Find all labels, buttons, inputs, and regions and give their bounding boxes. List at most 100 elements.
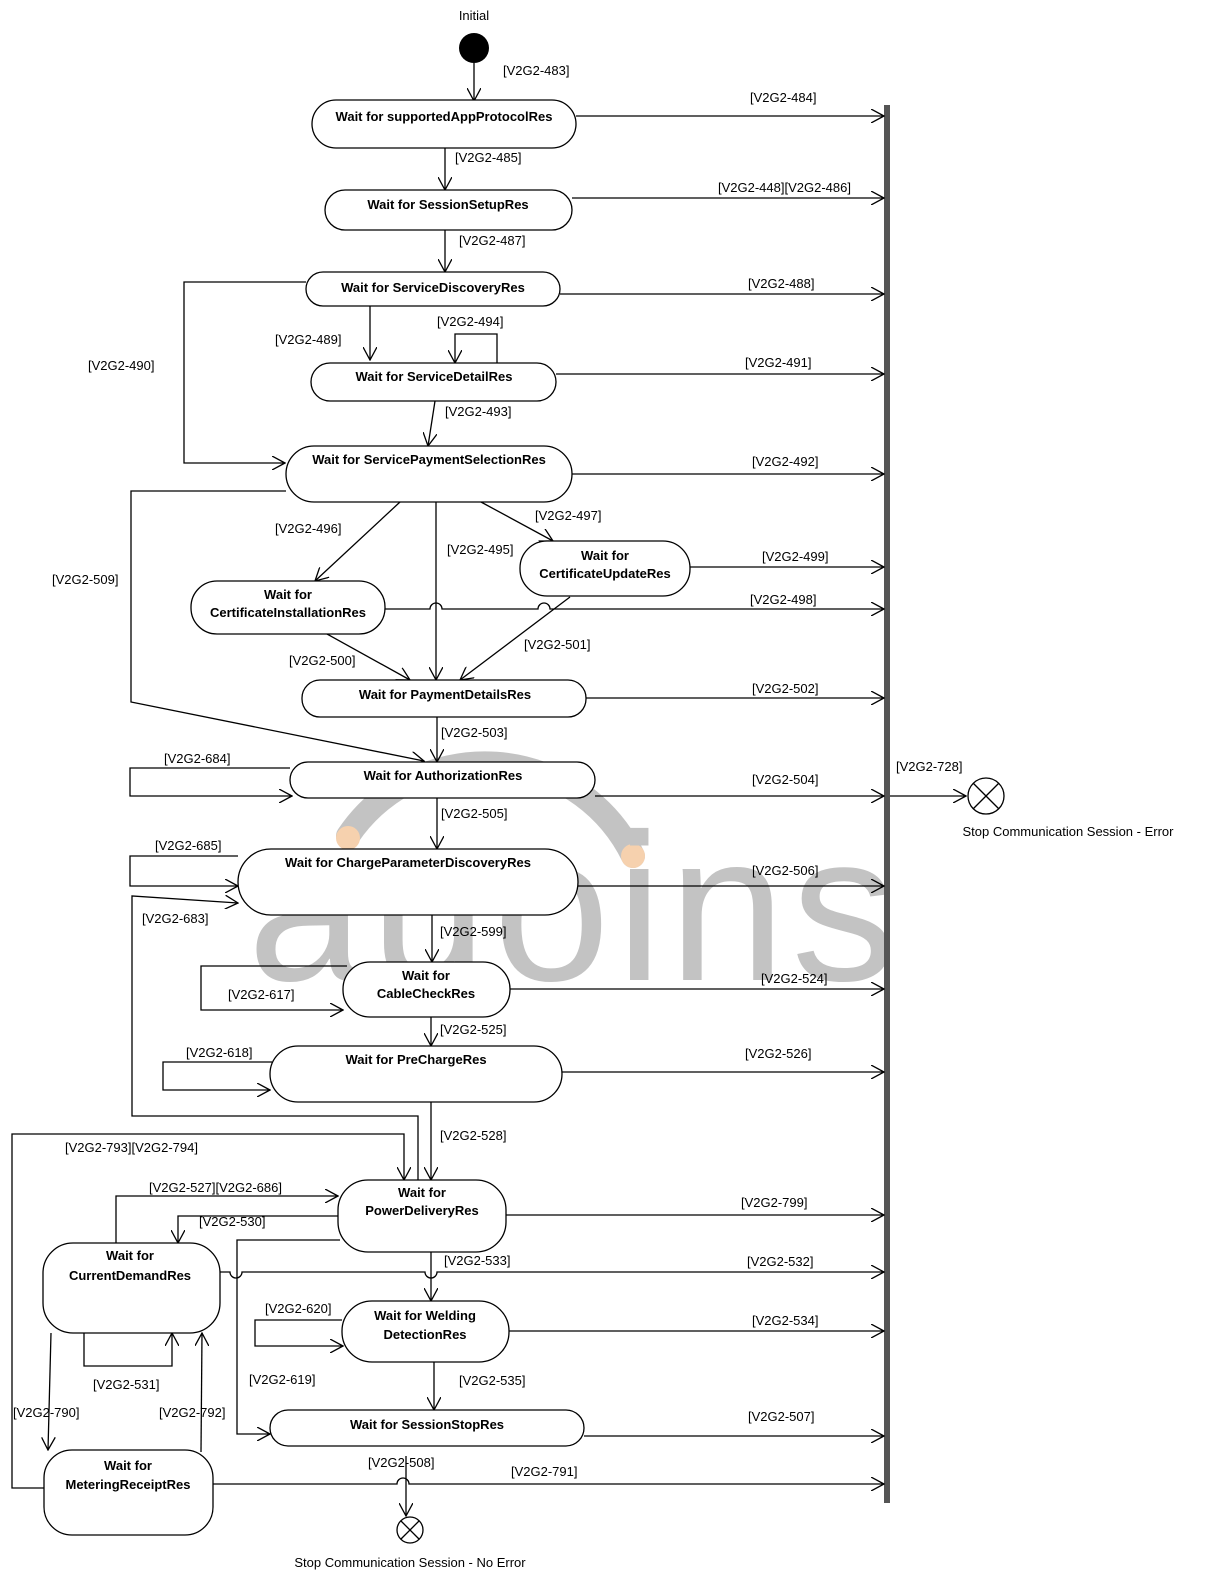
guard-label: [V2G2-509] [52,572,119,587]
state-wait-power-delivery-res: Wait for PowerDeliveryRes [337,1179,507,1253]
svg-text:DetectionRes: DetectionRes [383,1327,466,1342]
guard-label: [V2G2-620] [265,1301,332,1316]
guard-label: [V2G2-534] [752,1313,819,1328]
guard-label: [V2G2-492] [752,454,819,469]
guard-label: [V2G2-619] [249,1372,316,1387]
guard-label: [V2G2-793][V2G2-794] [65,1140,198,1155]
terminal-error-label: Stop Communication Session - Error [963,824,1175,839]
guard-label: [V2G2-533] [444,1253,511,1268]
svg-text:Wait for AuthorizationRes: Wait for AuthorizationRes [364,768,523,783]
guard-label: [V2G2-502] [752,681,819,696]
state-wait-charge-parameter-discovery-res: Wait for ChargeParameterDiscoveryRes [237,848,579,916]
guard-label: [V2G2-494] [437,314,504,329]
state-wait-pre-charge-res: Wait for PreChargeRes [269,1045,563,1103]
state-wait-supported-app-protocol-res: Wait for supportedAppProtocolRes [311,99,577,149]
guard-label: [V2G2-528] [440,1128,507,1143]
guard-label: [V2G2-790] [13,1405,80,1420]
guard-label: [V2G2-498] [750,592,817,607]
guard-label: [V2G2-683] [142,911,209,926]
guard-label: [V2G2-485] [455,150,522,165]
svg-text:Wait for PaymentDetailsRes: Wait for PaymentDetailsRes [359,687,531,702]
guard-label: [V2G2-525] [440,1022,507,1037]
guard-label: [V2G2-500] [289,653,356,668]
svg-text:Wait for supportedAppProtocolR: Wait for supportedAppProtocolRes [336,109,553,124]
guard-label: [V2G2-491] [745,355,812,370]
svg-text:Wait for: Wait for [264,587,312,602]
guard-label: [V2G2-791] [511,1464,578,1479]
guard-label: [V2G2-483] [503,63,570,78]
guard-label: [V2G2-792] [159,1405,226,1420]
guard-label: [V2G2-531] [93,1377,160,1392]
svg-text:PowerDeliveryRes: PowerDeliveryRes [365,1203,478,1218]
guard-label: [V2G2-507] [748,1409,815,1424]
svg-text:Wait for: Wait for [104,1458,152,1473]
svg-text:Wait for ServiceDiscoveryRes: Wait for ServiceDiscoveryRes [341,280,525,295]
guard-label: [V2G2-501] [524,637,591,652]
state-wait-session-setup-res: Wait for SessionSetupRes [324,189,573,231]
guard-label: [V2G2-493] [445,404,512,419]
state-wait-metering-receipt-res: Wait for MeteringReceiptRes [43,1449,214,1536]
terminal-no-error-label: Stop Communication Session - No Error [294,1555,526,1570]
guard-label: [V2G2-484] [750,90,817,105]
guard-label: [V2G2-799] [741,1195,808,1210]
state-wait-service-discovery-res: Wait for ServiceDiscoveryRes [305,271,561,307]
guard-label: [V2G2-505] [441,806,508,821]
state-wait-payment-details-res: Wait for PaymentDetailsRes [301,679,587,718]
guard-label: [V2G2-488] [748,276,815,291]
guard-label: [V2G2-728] [896,759,963,774]
guard-label: [V2G2-495] [447,542,514,557]
guard-label: [V2G2-490] [88,358,155,373]
guard-label: [V2G2-524] [761,971,828,986]
guard-labels: [V2G2-483] [V2G2-484] [V2G2-485] [V2G2-4… [13,63,963,1479]
guard-label: [V2G2-685] [155,838,222,853]
svg-text:Wait for SessionStopRes: Wait for SessionStopRes [350,1417,504,1432]
svg-text:CurrentDemandRes: CurrentDemandRes [69,1268,191,1283]
guard-label: [V2G2-497] [535,508,602,523]
state-wait-service-payment-selection-res: Wait for ServicePaymentSelectionRes [285,445,573,503]
svg-text:Wait for ServiceDetailRes: Wait for ServiceDetailRes [355,369,512,384]
transitions [11,63,966,1516]
guard-label: [V2G2-508] [368,1455,435,1470]
guard-label: [V2G2-527][V2G2-686] [149,1180,282,1195]
initial-node [459,33,489,63]
initial-label: Initial [459,8,489,23]
error-merge-bar [884,105,890,1503]
guard-label: [V2G2-532] [747,1254,814,1269]
state-wait-certificate-installation-res: Wait for CertificateInstallationRes [190,580,386,635]
guard-label: [V2G2-535] [459,1373,526,1388]
state-wait-service-detail-res: Wait for ServiceDetailRes [310,362,557,402]
terminal-no-error-node [396,1516,424,1544]
state-wait-authorization-res: Wait for AuthorizationRes [289,761,596,799]
state-wait-session-stop-res: Wait for SessionStopRes [269,1409,585,1447]
guard-label: [V2G2-599] [440,924,507,939]
guard-label: [V2G2-684] [164,751,231,766]
svg-text:Wait for Welding: Wait for Welding [374,1308,476,1323]
svg-text:Wait for PreChargeRes: Wait for PreChargeRes [345,1052,486,1067]
svg-text:CableCheckRes: CableCheckRes [377,986,475,1001]
guard-label: [V2G2-530] [199,1214,266,1229]
guard-label: [V2G2-489] [275,332,342,347]
svg-text:Wait for SessionSetupRes: Wait for SessionSetupRes [367,197,528,212]
guard-label: [V2G2-503] [441,725,508,740]
svg-text:Wait for: Wait for [402,968,450,983]
svg-text:Wait for: Wait for [581,548,629,563]
guard-label: [V2G2-506] [752,863,819,878]
state-wait-current-demand-res: Wait for CurrentDemandRes [42,1242,221,1334]
guard-label: [V2G2-617] [228,987,295,1002]
svg-text:CertificateInstallationRes: CertificateInstallationRes [210,605,366,620]
guard-label: [V2G2-496] [275,521,342,536]
guard-label: [V2G2-504] [752,772,819,787]
svg-text:Wait for: Wait for [398,1185,446,1200]
guard-label: [V2G2-448][V2G2-486] [718,180,851,195]
guard-label: [V2G2-487] [459,233,526,248]
svg-text:Wait for ServicePaymentSelecti: Wait for ServicePaymentSelectionRes [312,452,546,467]
svg-text:Wait for: Wait for [106,1248,154,1263]
guard-label: [V2G2-526] [745,1046,812,1061]
terminal-error-node [967,777,1005,815]
svg-text:Wait for ChargeParameterDiscov: Wait for ChargeParameterDiscoveryRes [285,855,531,870]
svg-text:CertificateUpdateRes: CertificateUpdateRes [539,566,671,581]
state-wait-certificate-update-res: Wait for CertificateUpdateRes [519,540,691,597]
guard-label: [V2G2-499] [762,549,829,564]
guard-label: [V2G2-618] [186,1045,253,1060]
